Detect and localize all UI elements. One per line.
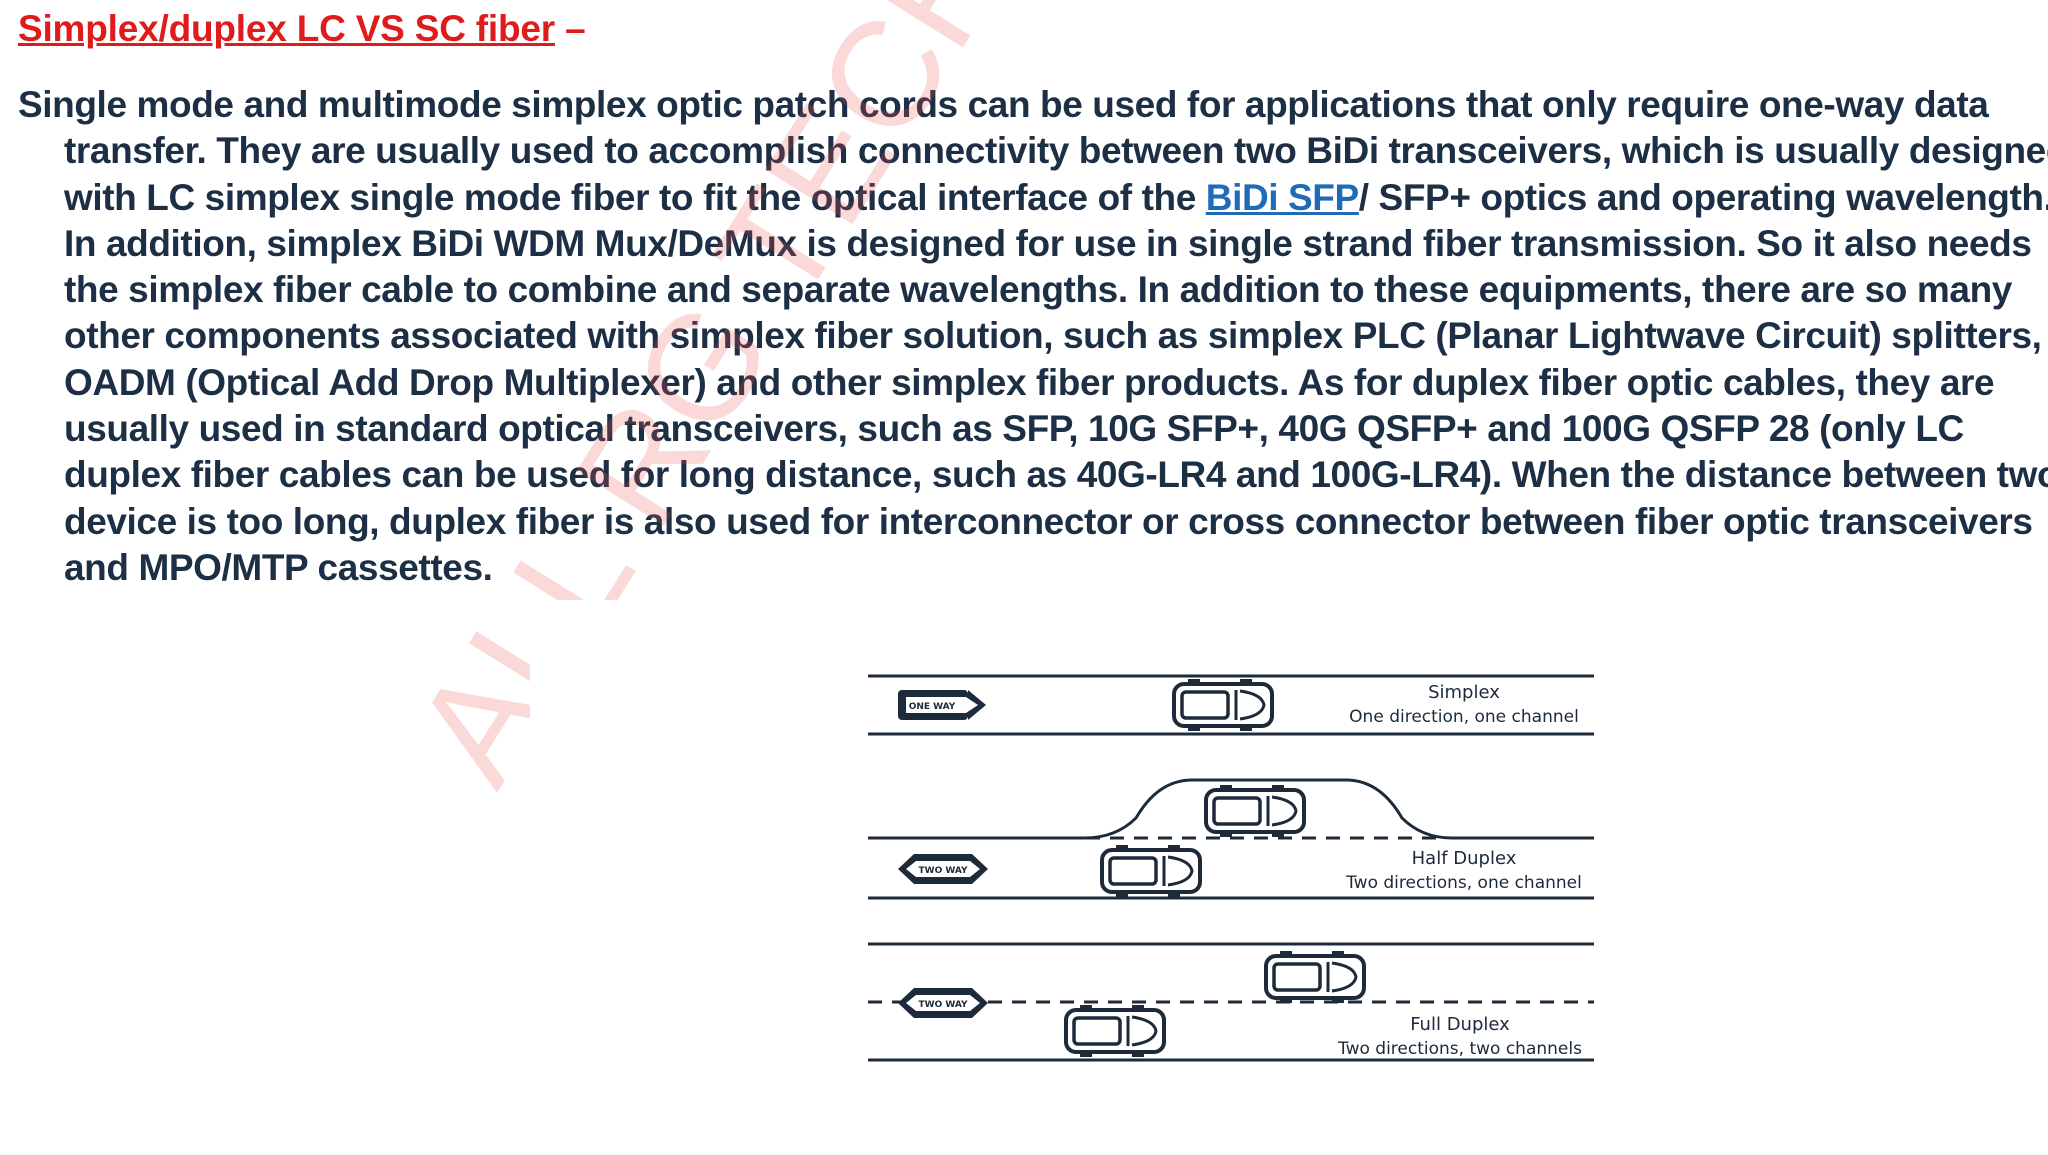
paragraph-text-before-link: Single mode and multimode simplex optic … bbox=[18, 84, 2048, 218]
simplex-duplex-diagram: ONE WAY Simplex One direction, one chann… bbox=[866, 658, 1606, 1078]
two-way-sign-icon: TWO WAY bbox=[898, 854, 988, 884]
two-way-sign-icon: TWO WAY bbox=[898, 988, 988, 1018]
full-duplex-row: TWO WAY Full Duplex Two directions, two … bbox=[868, 942, 1594, 1062]
simplex-subtitle: One direction, one channel bbox=[1349, 707, 1579, 727]
watermark-mask bbox=[530, 600, 870, 1140]
half-duplex-subtitle: Two directions, one channel bbox=[1345, 873, 1582, 893]
body-paragraph: Single mode and multimode simplex optic … bbox=[18, 82, 2048, 591]
car-icon bbox=[1204, 783, 1306, 839]
sign-label-full-duplex: TWO WAY bbox=[919, 1000, 968, 1010]
car-icon bbox=[1264, 949, 1366, 1005]
simplex-row: ONE WAY Simplex One direction, one chann… bbox=[868, 674, 1594, 736]
sign-label-half-duplex: TWO WAY bbox=[919, 866, 968, 876]
half-duplex-row: TWO WAY Half Duplex Two directions, one … bbox=[868, 778, 1594, 900]
slide-heading: Simplex/duplex LC VS SC fiber – bbox=[18, 8, 586, 50]
car-icon bbox=[1100, 843, 1202, 899]
heading-title: Simplex/duplex LC VS SC fiber bbox=[18, 8, 555, 49]
heading-dash: – bbox=[555, 8, 586, 49]
diagram-svg: ONE WAY Simplex One direction, one chann… bbox=[868, 674, 1594, 1062]
one-way-sign-icon: ONE WAY bbox=[898, 690, 986, 720]
sign-label-simplex: ONE WAY bbox=[909, 702, 956, 712]
full-duplex-title: Full Duplex bbox=[1410, 1014, 1510, 1035]
full-duplex-subtitle: Two directions, two channels bbox=[1337, 1039, 1582, 1059]
paragraph-text-after-link: / SFP+ optics and operating wavelength. … bbox=[64, 176, 2048, 588]
car-icon bbox=[1064, 1003, 1166, 1059]
car-icon bbox=[1172, 677, 1274, 733]
bidi-sfp-link[interactable]: BiDi SFP bbox=[1205, 176, 1359, 218]
half-duplex-title: Half Duplex bbox=[1412, 848, 1517, 869]
simplex-title: Simplex bbox=[1428, 682, 1500, 703]
